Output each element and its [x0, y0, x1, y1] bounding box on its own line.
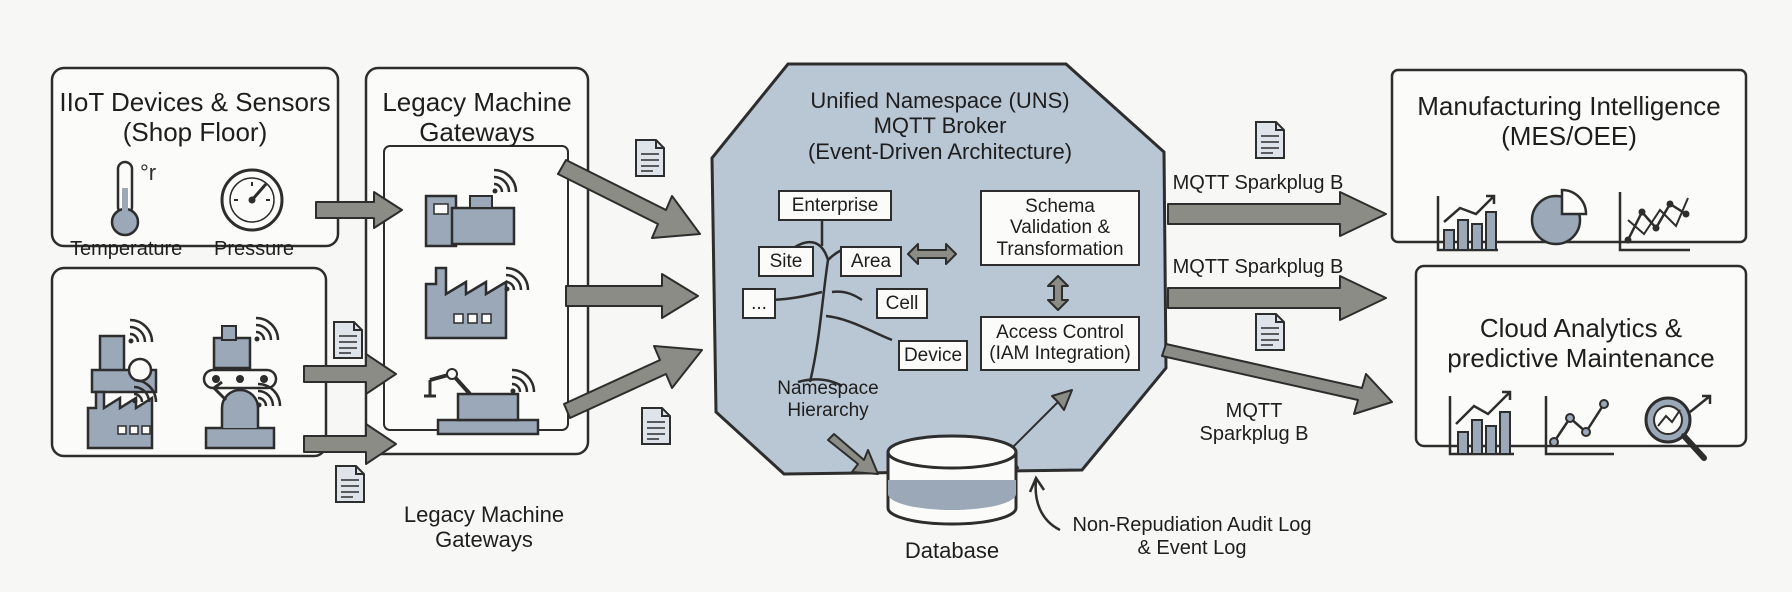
- schema-line3: Transformation: [996, 238, 1124, 260]
- legacy-bottom-title: Legacy Machine Gateways: [366, 502, 602, 553]
- node-device: Device: [898, 340, 968, 372]
- document-icon: [1255, 121, 1285, 159]
- robot-arm-icon: [424, 368, 540, 436]
- cloud-title-line2: predictive Maintenance: [1447, 342, 1715, 373]
- cloud-title-line1: Cloud Analytics &: [1479, 313, 1683, 343]
- magnifier-chart-icon: [1644, 394, 1712, 461]
- uns-title-line1: Unified Namespace (UNS): [810, 88, 1070, 113]
- uns-octagon: [710, 62, 1168, 476]
- cloud-title: Cloud Analytics & predictive Maintenance: [1416, 313, 1746, 374]
- schema-line2: Validation &: [1010, 217, 1110, 239]
- legacy-gateways-panel: [364, 66, 590, 456]
- flow-arrow: [303, 353, 397, 395]
- database-label: Database: [904, 538, 1000, 563]
- iiot-title: IIoT Devices & Sensors (Shop Floor): [52, 87, 338, 148]
- schema-line1: Schema: [1025, 196, 1095, 217]
- legacy-top-title: Legacy Machine Gateways: [366, 87, 588, 148]
- hierarchy-db-arrow: [827, 433, 879, 475]
- audit-pointer-arrow: [1028, 475, 1061, 532]
- document-icon: [335, 465, 365, 503]
- node-enterprise: Enterprise: [778, 190, 892, 222]
- access-control-box: Access Control (IAM Integration): [980, 316, 1140, 371]
- thermometer-icon: °r: [110, 160, 156, 237]
- flow-arrow: [563, 345, 703, 419]
- flow-arrow: [565, 273, 699, 319]
- legacy-bottom-title-line1: Legacy Machine: [403, 502, 565, 527]
- robot-arm-icon: [204, 380, 282, 450]
- bar-chart-icon: [1448, 390, 1514, 456]
- access-line2: (IAM Integration): [989, 343, 1131, 365]
- namespace-hierarchy-line1: Namespace: [777, 378, 879, 399]
- audit-line2: & Event Log: [1137, 537, 1247, 559]
- factory-icon: [424, 266, 530, 340]
- node-more: ...: [742, 288, 776, 320]
- pie-chart-icon: [1530, 188, 1588, 246]
- flow-arrow: [1167, 275, 1387, 321]
- namespace-hierarchy-label: Namespace Hierarchy: [768, 378, 888, 422]
- pressure-label: Pressure: [214, 238, 295, 260]
- flow-arrow: [557, 159, 701, 239]
- line-chart-icon: [1618, 192, 1690, 252]
- machine-icon: [90, 318, 158, 394]
- schema-link-arrow: [907, 243, 957, 265]
- protocol-label-1: MQTT Sparkplug B: [1172, 172, 1344, 194]
- protocol-label-3: MQTT Sparkplug B: [1184, 400, 1324, 446]
- document-icon: [1255, 313, 1285, 351]
- mes-title-line2: (MES/OEE): [1501, 120, 1637, 151]
- iiot-title-line1: IIoT Devices & Sensors: [59, 87, 331, 117]
- gauge-icon: [220, 168, 284, 232]
- bar-chart-icon: [1436, 194, 1498, 252]
- legacy-top-title-line2: Gateways: [419, 116, 535, 147]
- audit-line1: Non-Repudiation Audit Log: [1072, 514, 1312, 536]
- machine-icon: [424, 168, 518, 248]
- legacy-top-title-line1: Legacy Machine: [382, 87, 572, 117]
- document-icon: [641, 407, 671, 445]
- document-icon: [635, 139, 665, 177]
- iiot-title-line2: (Shop Floor): [122, 116, 268, 147]
- uns-title: Unified Namespace (UNS) MQTT Broker (Eve…: [750, 88, 1130, 164]
- flow-arrow: [1161, 343, 1393, 415]
- line-chart-icon: [1544, 396, 1614, 456]
- protocol-label-3-line1: MQTT: [1225, 400, 1283, 422]
- node-cell: Cell: [876, 288, 928, 320]
- mes-title: Manufacturing Intelligence (MES/OEE): [1392, 91, 1746, 152]
- legacy-bottom-title-line2: Gateways: [435, 527, 533, 553]
- schema-validation-box: Schema Validation & Transformation: [980, 190, 1140, 266]
- access-line1: Access Control: [996, 322, 1124, 343]
- protocol-label-3-line2: Sparkplug B: [1199, 423, 1309, 445]
- svg-text:°r: °r: [140, 160, 156, 185]
- temperature-label: Temperature: [70, 238, 183, 260]
- database-icon: [886, 434, 1018, 526]
- flow-arrow: [1167, 191, 1387, 237]
- audit-log-label: Non-Repudiation Audit Log & Event Log: [1066, 514, 1318, 560]
- factory-icon: [86, 378, 158, 450]
- schema-access-arrow: [1047, 275, 1069, 311]
- mes-panel: [1390, 68, 1748, 244]
- protocol-label-2: MQTT Sparkplug B: [1172, 256, 1344, 278]
- node-site: Site: [758, 246, 814, 278]
- node-area: Area: [840, 246, 902, 278]
- document-icon: [333, 321, 363, 359]
- uns-title-line3: (Event-Driven Architecture): [807, 138, 1073, 164]
- flow-arrow: [315, 191, 403, 229]
- uns-title-line2: MQTT Broker: [873, 113, 1007, 139]
- mes-title-line1: Manufacturing Intelligence: [1417, 91, 1721, 121]
- namespace-hierarchy-line2: Hierarchy: [787, 399, 869, 421]
- flow-arrow: [303, 423, 397, 465]
